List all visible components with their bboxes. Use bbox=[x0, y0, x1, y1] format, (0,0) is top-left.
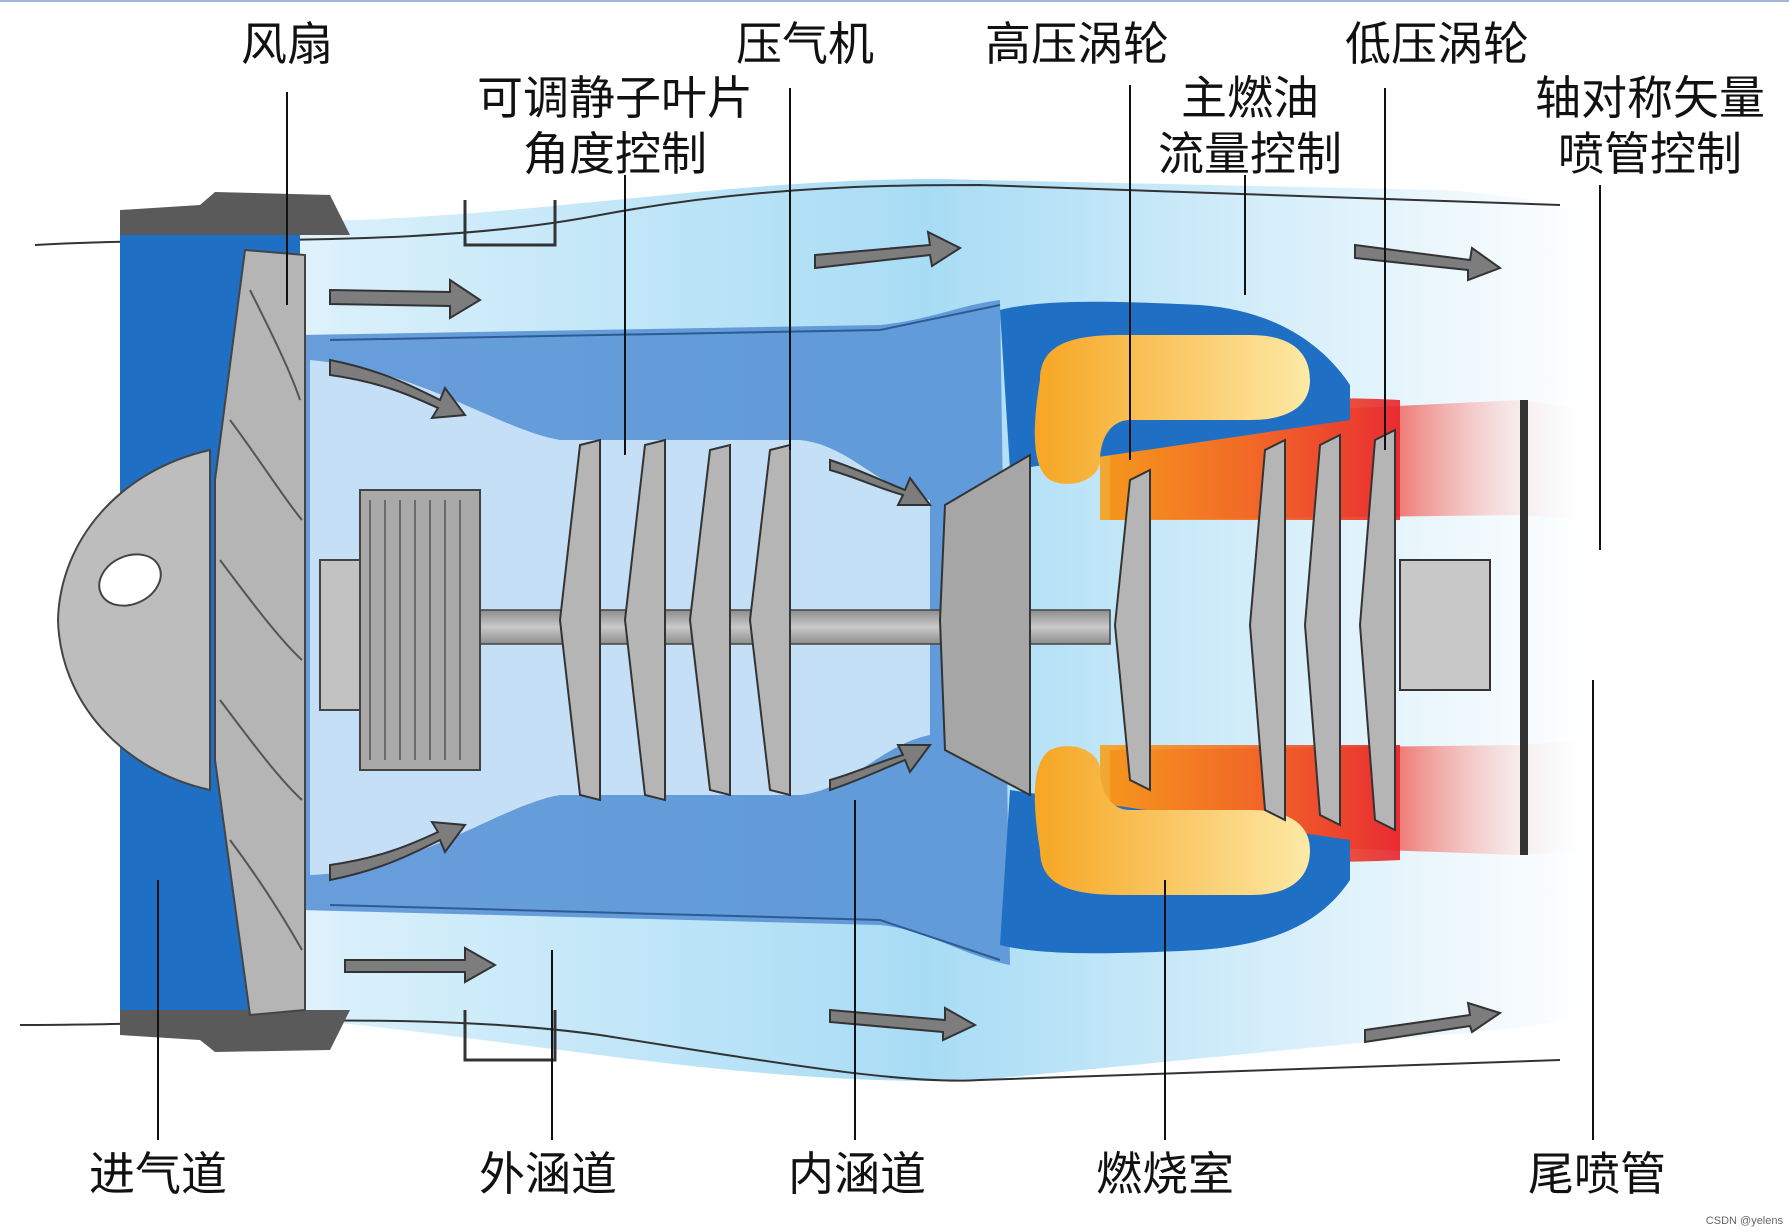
turbine-stages bbox=[1113, 428, 1396, 832]
label-fuel-line2: 流量控制 bbox=[1158, 127, 1342, 181]
nozzle-ring bbox=[1520, 400, 1528, 855]
top-border bbox=[0, 0, 1789, 2]
rear-hub bbox=[1399, 559, 1491, 691]
compressor-stages bbox=[558, 438, 791, 802]
label-combustor: 燃烧室 bbox=[1096, 1147, 1234, 1201]
label-tailpipe: 尾喷管 bbox=[1528, 1147, 1666, 1201]
label-inlet: 进气道 bbox=[89, 1147, 227, 1201]
label-hp-turbine: 高压涡轮 bbox=[985, 17, 1169, 71]
label-bypass: 外涵道 bbox=[479, 1147, 617, 1201]
label-fuel-line1: 主燃油 bbox=[1181, 71, 1319, 125]
combustor-liner-top bbox=[1034, 335, 1310, 484]
label-lp-turbine: 低压涡轮 bbox=[1345, 17, 1529, 71]
nose-highlight bbox=[98, 553, 162, 607]
label-compressor: 压气机 bbox=[736, 17, 874, 71]
centrifugal-compressor bbox=[938, 453, 1031, 797]
credit-text: CSDN @yelens bbox=[1705, 1215, 1783, 1227]
label-fan: 风扇 bbox=[241, 17, 333, 71]
combustor-liner-bottom bbox=[1034, 746, 1310, 895]
label-nozzle-line1: 轴对称矢量 bbox=[1535, 71, 1765, 125]
label-vsv-line1: 可调静子叶片 bbox=[477, 71, 753, 125]
leader-lines bbox=[157, 85, 1601, 1140]
flow-arrows bbox=[329, 230, 1503, 1044]
nose-cone bbox=[56, 448, 211, 792]
fan-blade bbox=[214, 248, 306, 1017]
intake-lip-top bbox=[120, 192, 350, 235]
label-core: 内涵道 bbox=[788, 1147, 926, 1201]
label-vsv-line2: 角度控制 bbox=[523, 127, 707, 181]
label-nozzle-line2: 喷管控制 bbox=[1558, 127, 1742, 181]
gearbox bbox=[359, 489, 481, 771]
intake-lip-bottom bbox=[120, 1010, 350, 1052]
